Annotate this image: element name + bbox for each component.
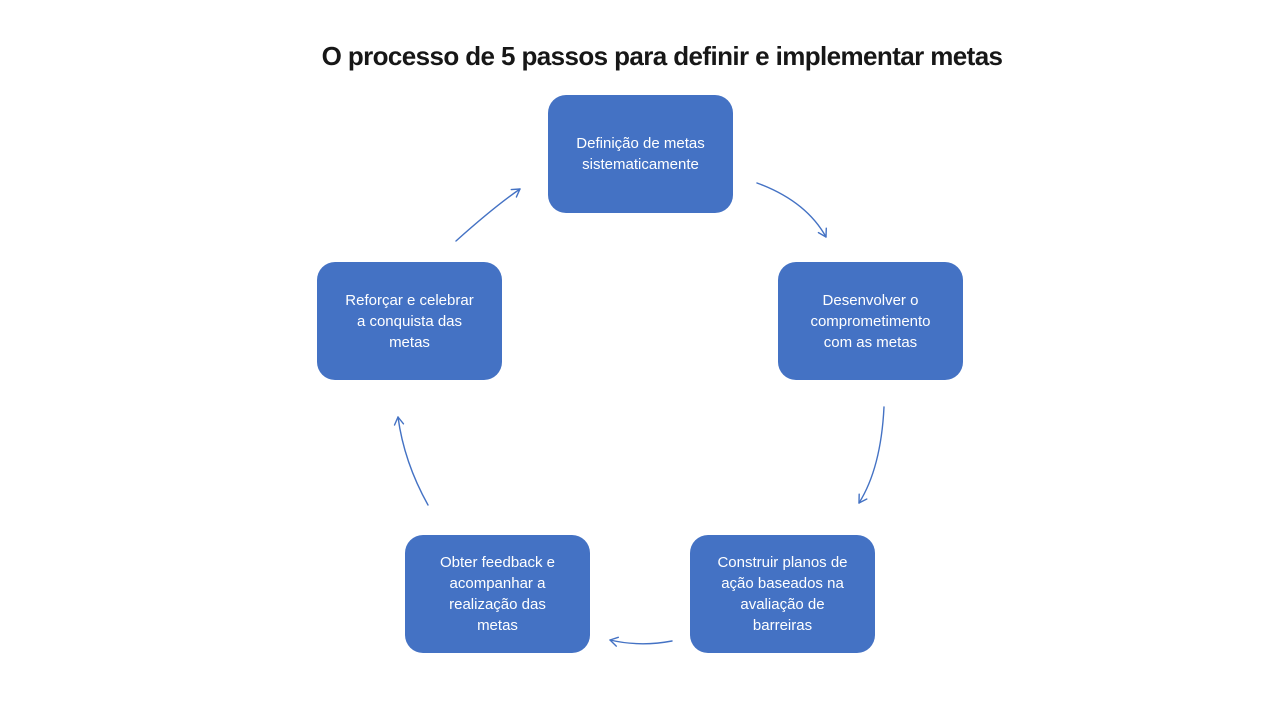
- step-box-reforcar-celebrar: Reforçar e celebrar a conquista das meta…: [317, 262, 502, 380]
- arrow-step5-to-step1-icon: [455, 188, 521, 242]
- step-box-construir-planos: Construir planos de ação baseados na ava…: [690, 535, 875, 653]
- arrow-step3-to-step4-icon: [609, 636, 673, 647]
- arrow-step4-to-step5-icon: [393, 416, 429, 506]
- arrow-step1-to-step2-icon: [756, 182, 827, 238]
- arrow-step2-to-step3-icon: [858, 406, 885, 504]
- slide-title: O processo de 5 passos para definir e im…: [321, 41, 1003, 71]
- step-box-obter-feedback: Obter feedback e acompanhar a realização…: [405, 535, 590, 653]
- step-box-definicao-de-metas: Definição de metas sistematicamente: [548, 95, 733, 213]
- step-box-desenvolver-comprometimento: Desenvolver o comprometimento com as met…: [778, 262, 963, 380]
